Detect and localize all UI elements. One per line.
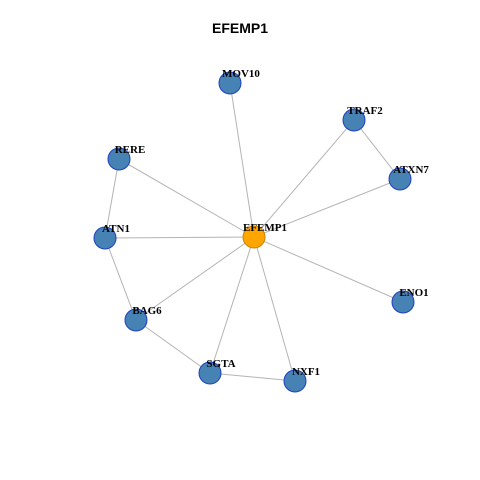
- edge-sgta-nxf1: [209, 372, 296, 382]
- edge-traf2-atxn7: [353, 119, 401, 180]
- node-atxn7: [388, 167, 412, 191]
- edge-efemp1-traf2: [253, 119, 355, 238]
- node-label-sgta: SGTA: [206, 358, 235, 370]
- node-mov10: [218, 71, 242, 95]
- node-efemp1: [242, 225, 266, 249]
- node-label-efemp1: EFEMP1: [243, 222, 287, 234]
- edge-efemp1-bag6: [135, 236, 255, 321]
- edge-efemp1-nxf1: [253, 236, 296, 382]
- graph-title: EFEMP1: [211, 20, 268, 36]
- node-label-eno1: ENO1: [399, 287, 428, 299]
- node-label-rere: RERE: [115, 144, 146, 156]
- edges-layer: [104, 82, 404, 382]
- edge-efemp1-atxn7: [253, 178, 401, 238]
- node-sgta: [198, 361, 222, 385]
- node-rere: [107, 147, 131, 171]
- edge-efemp1-sgta: [209, 236, 255, 374]
- edge-bag6-sgta: [135, 319, 211, 374]
- edge-atn1-bag6: [104, 237, 137, 321]
- node-label-atn1: ATN1: [102, 223, 130, 235]
- node-nxf1: [283, 369, 307, 393]
- node-eno1: [391, 290, 415, 314]
- node-label-mov10: MOV10: [222, 68, 260, 80]
- node-traf2: [342, 108, 366, 132]
- node-label-nxf1: NXF1: [292, 366, 320, 378]
- node-bag6: [124, 308, 148, 332]
- edge-efemp1-eno1: [253, 236, 404, 303]
- nodes-layer: [93, 71, 415, 393]
- edge-efemp1-rere: [118, 158, 255, 238]
- node-label-traf2: TRAF2: [347, 105, 383, 117]
- edge-rere-atn1: [104, 158, 120, 239]
- edge-efemp1-atn1: [104, 236, 255, 239]
- node-atn1: [93, 226, 117, 250]
- node-label-bag6: BAG6: [132, 305, 162, 317]
- node-label-atxn7: ATXN7: [393, 164, 429, 176]
- edge-efemp1-mov10: [229, 82, 255, 238]
